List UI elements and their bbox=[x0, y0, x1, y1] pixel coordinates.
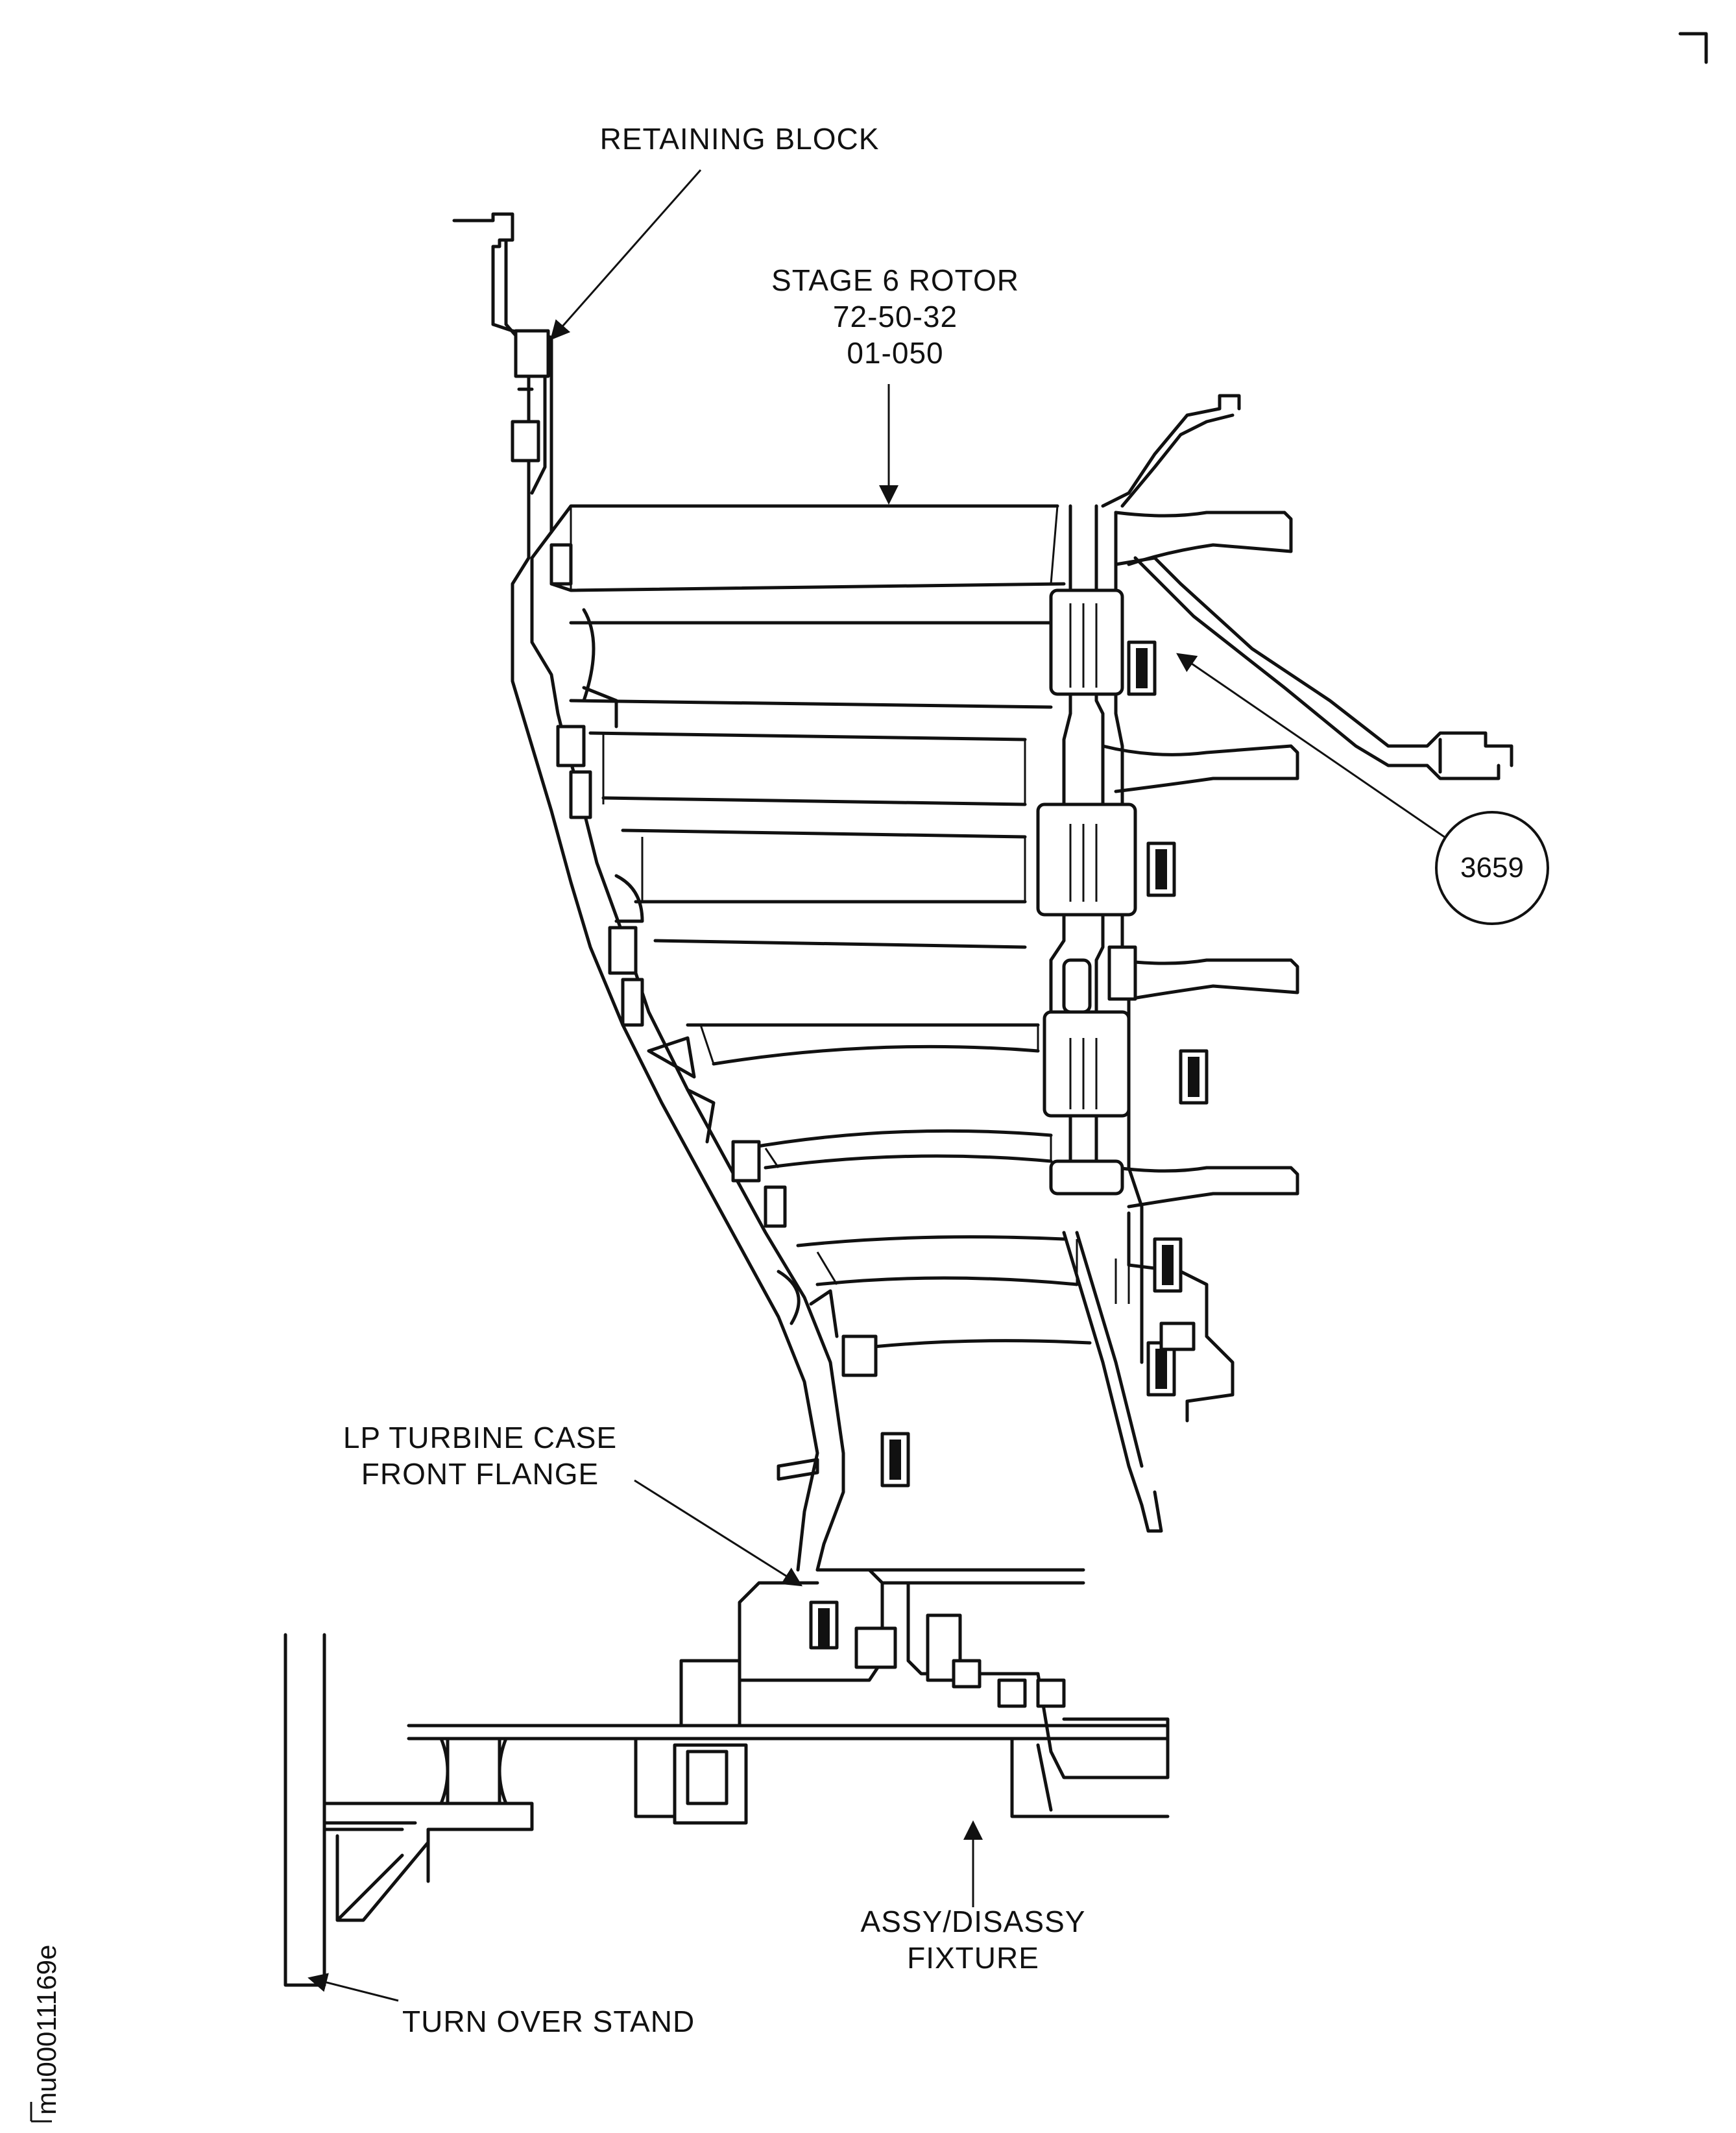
stage6-rotor-title: STAGE 6 ROTOR bbox=[771, 263, 1019, 297]
lp-turbine-case bbox=[452, 212, 845, 1572]
lp-turbine-case-line1: LP TURBINE CASE bbox=[343, 1421, 618, 1454]
retaining-block-label: RETAINING BLOCK bbox=[599, 122, 880, 156]
stage6-rotor-item: 01-050 bbox=[847, 336, 944, 370]
turn-over-stand-label: TURN OVER STAND bbox=[402, 2005, 695, 2038]
leader-lines bbox=[307, 169, 1453, 2002]
case-seal-hooks bbox=[549, 543, 878, 1481]
fixture-label: ASSY/DISASSY FIXTURE bbox=[804, 1903, 1142, 1976]
fixture-line1: ASSY/DISASSY bbox=[860, 1905, 1086, 1938]
stator-vane-bands bbox=[549, 504, 1092, 1351]
fixture-line2: FIXTURE bbox=[907, 1941, 1039, 1975]
callout-3659: 3659 bbox=[1435, 811, 1549, 925]
corner-mark bbox=[1678, 32, 1708, 64]
assy-fixture bbox=[407, 1568, 1170, 1825]
stage6-rotor-label: STAGE 6 ROTOR 72-50-32 01-050 bbox=[727, 262, 1064, 371]
lp-turbine-case-line2: FRONT FLANGE bbox=[361, 1457, 599, 1491]
stage6-rotor-ref: 72-50-32 bbox=[832, 300, 958, 333]
turn-over-stand bbox=[283, 1633, 534, 1987]
callout-3659-text: 3659 bbox=[1460, 852, 1524, 884]
lp-turbine-case-label: LP TURBINE CASE FRONT FLANGE bbox=[311, 1419, 649, 1492]
flange-bolts bbox=[880, 640, 1209, 1488]
rotor-assembly bbox=[1036, 394, 1513, 1533]
